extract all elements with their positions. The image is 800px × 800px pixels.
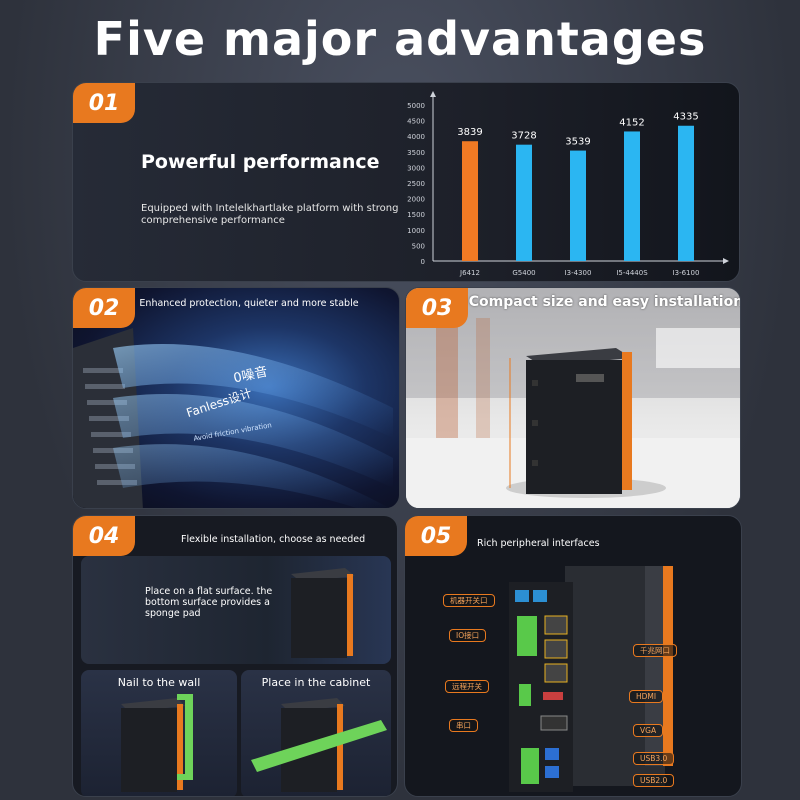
port-label-vga: VGA — [633, 724, 664, 737]
advantage-panel-protection: 02 Enhanced protection, quieter and more… — [72, 287, 400, 509]
bar-value-label: 3539 — [565, 137, 590, 148]
port-label-remote-switch: 远程开关 — [445, 680, 489, 693]
y-tick-label: 500 — [412, 242, 425, 250]
y-tick-label: 4000 — [407, 133, 425, 141]
section-caption: Enhanced protection, quieter and more st… — [139, 298, 359, 309]
flat-device-illustration — [291, 568, 355, 658]
bar-value-label: 4335 — [673, 112, 698, 123]
y-tick-label: 1000 — [407, 227, 425, 235]
bar-i5-4440s — [624, 131, 640, 261]
section-caption: Flexible installation, choose as needed — [181, 534, 366, 545]
advantage-panel-installation: 04 Flexible installation, choose as need… — [72, 515, 398, 797]
install-option-flat-surface: Place on a flat surface. the bottom surf… — [81, 556, 391, 664]
y-tick-label: 2000 — [407, 196, 425, 204]
bar-g5400 — [516, 144, 532, 261]
wall-mount-illustration — [121, 694, 193, 792]
compact-device-illustration — [406, 288, 740, 508]
bar-value-label: 3728 — [511, 131, 536, 142]
install-option-wall: Nail to the wall — [81, 670, 237, 796]
bar-i3-4300 — [570, 150, 586, 261]
port-label-power-switch: 机器开关口 — [443, 594, 495, 607]
x-axis-arrow — [723, 258, 729, 264]
install-option-title: Nail to the wall — [117, 676, 201, 689]
advantage-panel-compact: 03 Compact size and easy installation — [405, 287, 741, 509]
page-title: Five major advantages — [93, 12, 707, 66]
install-option-cabinet: Place in the cabinet — [241, 670, 391, 796]
fanless-device-illustration — [73, 328, 393, 508]
bar-value-label: 4152 — [619, 117, 644, 128]
advantage-panel-interfaces: 05 Rich peripheral interfaces 机器开关口 IO接口… — [404, 515, 742, 797]
install-option-title: Place in the cabinet — [261, 676, 371, 689]
x-tick-label: I3-4300 — [565, 269, 592, 277]
cabinet-mount-illustration — [251, 698, 387, 792]
port-label-io: IO接口 — [449, 629, 487, 642]
bar-value-label: 3839 — [457, 127, 482, 138]
y-tick-label: 4500 — [407, 118, 425, 126]
y-axis-arrow — [430, 91, 436, 97]
section-number-badge: 03 — [406, 288, 468, 328]
y-tick-label: 1500 — [407, 211, 425, 219]
section-number-badge: 04 — [73, 516, 135, 556]
y-tick-label: 3000 — [407, 164, 425, 172]
section-description: Equipped with Intelelkhartlake platform … — [141, 203, 399, 226]
x-tick-label: G5400 — [512, 269, 535, 277]
y-tick-label: 5000 — [407, 102, 425, 110]
section-caption: Compact size and easy installation — [468, 294, 741, 310]
section-number-badge: 01 — [73, 83, 135, 123]
port-label-gigabit-lan: 千兆网口 — [633, 644, 677, 657]
section-number-badge: 05 — [405, 516, 467, 556]
bar-i3-6100 — [678, 125, 694, 261]
port-label-serial: 串口 — [449, 719, 478, 732]
x-tick-label: J6412 — [459, 269, 480, 277]
performance-bar-chart: 0 500 1000 1500 2000 2500 3000 3500 4000 4500 5000… — [407, 91, 729, 277]
port-label-usb2: USB2.0 — [633, 774, 675, 787]
install-option-text: Place on a flat surface. the bottom surf… — [145, 586, 273, 619]
port-label-usb3: USB3.0 — [633, 752, 675, 765]
section-caption: Rich peripheral interfaces — [477, 538, 600, 549]
section-number-badge: 02 — [73, 288, 135, 328]
y-tick-label: 2500 — [407, 180, 425, 188]
y-tick-label: 0 — [421, 258, 425, 266]
advantage-panel-performance: 01 Powerful performance Equipped with In… — [72, 82, 740, 282]
section-heading: Powerful performance — [141, 151, 380, 173]
io-panel-illustration — [509, 566, 673, 792]
port-label-hdmi: HDMI — [629, 690, 664, 703]
x-tick-label: I5-4440S — [616, 269, 648, 277]
bar-j6412 — [462, 141, 478, 261]
x-tick-label: I3-6100 — [673, 269, 700, 277]
y-tick-label: 3500 — [407, 149, 425, 157]
